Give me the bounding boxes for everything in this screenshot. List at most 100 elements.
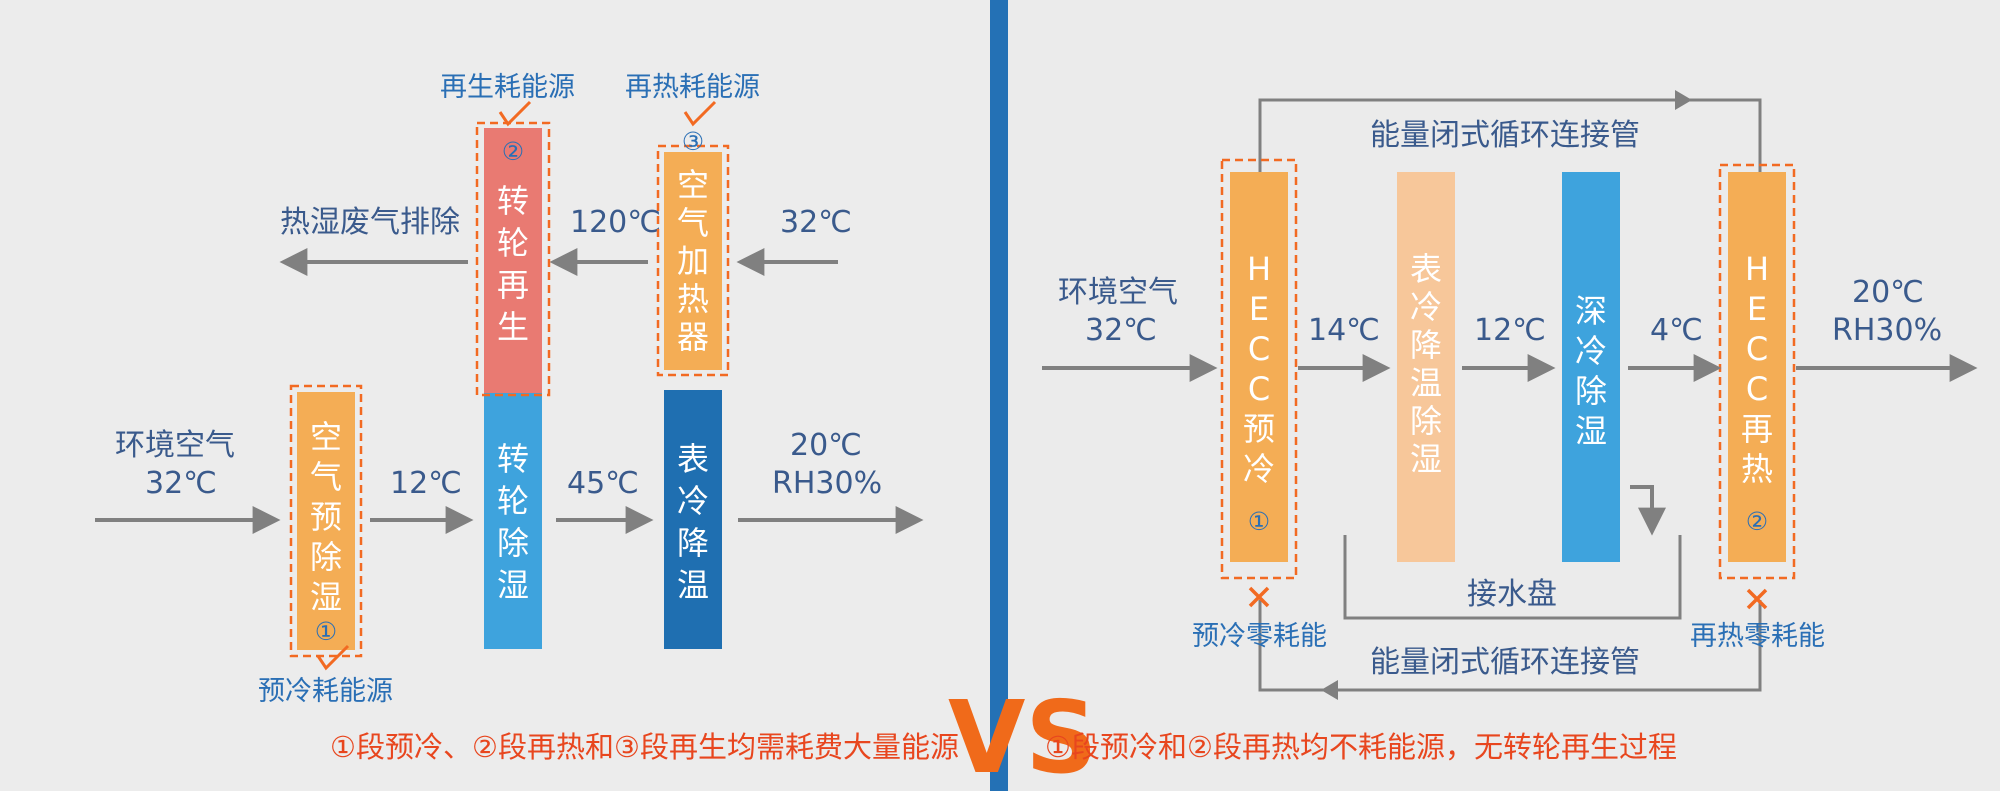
bar-surface-dehum-text: 表 冷 降 温 除 湿 <box>1410 250 1442 478</box>
bar-surface-cool <box>664 390 722 649</box>
circle-1-left: ① <box>315 617 337 646</box>
bar-regen-char: 生 <box>497 308 529 346</box>
bar-precool-char: 气 <box>310 458 342 496</box>
bar-surface-char: 温 <box>677 566 709 604</box>
out-temp-label-right: 20℃ <box>1852 275 1924 310</box>
x-mark-reheat-icon <box>1746 588 1768 610</box>
bar-precool-text: 空 气 预 除 湿 ① <box>310 418 342 646</box>
x-mark-precool-icon <box>1248 586 1270 608</box>
loop-pipe-top <box>1258 98 1762 172</box>
loop-bottom-label: 能量闭式循环连接管 <box>1370 645 1640 680</box>
water-tray-line <box>1343 535 1682 620</box>
bar-precool-char: 除 <box>310 538 342 576</box>
bar-hecc-precool <box>1230 172 1288 562</box>
loop-pipe-bottom <box>1258 600 1762 692</box>
center-divider <box>990 0 1008 791</box>
ambient-temp-label-left: 32℃ <box>145 466 217 501</box>
out-rh-label-right: RH30% <box>1832 313 1942 348</box>
bar-hecc-re-char: 再 <box>1741 410 1773 448</box>
bar-air-precool <box>297 392 355 650</box>
bar-heater-char: 器 <box>677 318 709 356</box>
bar-surface-text: 表 冷 降 温 <box>677 440 709 604</box>
bar-hecc-reheat <box>1728 172 1786 562</box>
bar-surface-char: 除 <box>1410 402 1442 440</box>
annotation-regen-energy: 再生耗能源 <box>440 72 575 103</box>
bar-heater-text: ③ 空 气 加 热 器 <box>677 127 709 356</box>
bar-hecc-pre-char: 冷 <box>1243 450 1275 488</box>
bar-hecc-re-char: 热 <box>1741 450 1773 488</box>
annotation-reheat-energy: 再热耗能源 <box>625 72 760 103</box>
bar-surface-char: 温 <box>1410 364 1442 402</box>
bar-regen-char: 轮 <box>497 224 529 262</box>
temp-45-label: 45℃ <box>567 466 639 501</box>
temp-32-top-label: 32℃ <box>780 205 852 240</box>
temp-4-label: 4℃ <box>1650 313 1703 348</box>
loop-bottom-arrowhead <box>1321 680 1338 700</box>
left-bottom-summary: ①段预冷、②段再热和③段再生均需耗费大量能源 <box>330 730 959 764</box>
vs-mark: VS <box>948 679 1097 791</box>
bar-dehum-char: 轮 <box>497 482 529 520</box>
bar-dehum-char: 转 <box>497 440 529 478</box>
bar-hecc-re-char: C <box>1746 330 1768 368</box>
bar-deep-char: 深 <box>1575 292 1607 330</box>
bar-hecc-pre-char: C <box>1248 330 1270 368</box>
out-rh-label-left: RH30% <box>772 466 882 501</box>
bar-dehum-char: 除 <box>497 524 529 562</box>
dash-box-hecc-precool <box>1220 158 1298 580</box>
circle-3-left: ③ <box>682 127 704 156</box>
loop-top-arrowhead <box>1675 90 1692 110</box>
bar-surface-char: 冷 <box>677 482 709 520</box>
bar-surface-char: 降 <box>677 524 709 562</box>
bar-precool-char: 空 <box>310 418 342 456</box>
bar-surface-char: 表 <box>677 440 709 478</box>
bar-wheel-regen <box>484 128 542 393</box>
annotation-precool-energy: 预冷耗能源 <box>258 676 393 707</box>
dash-box-regen <box>475 121 551 397</box>
bar-heater-char: 空 <box>677 166 709 204</box>
bar-heater-char: 热 <box>677 280 709 318</box>
check-mark-precool <box>316 644 350 671</box>
bar-deep-char: 湿 <box>1575 412 1607 450</box>
bar-surface-char: 降 <box>1410 326 1442 364</box>
bar-wheel-dehum <box>484 393 542 649</box>
zero-reheat-label: 再热零耗能 <box>1690 621 1825 652</box>
bar-surface-char: 湿 <box>1410 440 1442 478</box>
temp-14-label: 14℃ <box>1308 313 1380 348</box>
bar-hecc-re-char: H <box>1745 250 1769 288</box>
circle-1-right: ① <box>1248 507 1270 536</box>
ambient-air-label-right: 环境空气 <box>1058 275 1178 310</box>
temp-120-label: 120℃ <box>570 205 661 240</box>
bar-hecc-pre-char: C <box>1248 370 1270 408</box>
water-tray-label: 接水盘 <box>1467 577 1557 612</box>
bar-heater-char: 加 <box>677 242 709 280</box>
exhaust-label: 热湿废气排除 <box>280 205 460 240</box>
bar-hecc-re-char: C <box>1746 370 1768 408</box>
bar-hecc-pre-char: H <box>1247 250 1271 288</box>
out-temp-label-left: 20℃ <box>790 428 862 463</box>
bar-hecc-reheat-text: H E C C 再 热 ② <box>1741 250 1773 536</box>
drip-arrow <box>1630 485 1666 536</box>
bar-deep-dehum-text: 深 冷 除 湿 <box>1575 292 1607 450</box>
right-panel-bg <box>1008 0 2000 791</box>
bar-heater-char: 气 <box>677 204 709 242</box>
temp-12-label-right: 12℃ <box>1474 313 1546 348</box>
bar-regen-text: ② 转 轮 再 生 <box>497 137 529 346</box>
right-bottom-summary: ①段预冷和②段再热均不耗能源，无转轮再生过程 <box>1045 730 1677 764</box>
ambient-temp-label-right: 32℃ <box>1085 313 1157 348</box>
bar-dehum-text: 转 轮 除 湿 <box>497 440 529 604</box>
bar-regen-char: 再 <box>497 266 529 304</box>
bar-deep-char: 除 <box>1575 372 1607 410</box>
bar-precool-char: 湿 <box>310 578 342 616</box>
bar-regen-char: 转 <box>497 182 529 220</box>
loop-top-label: 能量闭式循环连接管 <box>1370 118 1640 153</box>
bar-precool-char: 预 <box>310 498 342 536</box>
bar-hecc-precool-text: H E C C 预 冷 ① <box>1243 250 1275 536</box>
bar-air-heater <box>664 152 722 370</box>
circle-2-left: ② <box>502 137 524 166</box>
bar-hecc-re-char: E <box>1747 290 1767 328</box>
bar-deep-char: 冷 <box>1575 332 1607 370</box>
zero-precool-label: 预冷零耗能 <box>1192 621 1327 652</box>
bar-surface-char: 冷 <box>1410 288 1442 326</box>
dash-box-heater <box>656 144 730 377</box>
